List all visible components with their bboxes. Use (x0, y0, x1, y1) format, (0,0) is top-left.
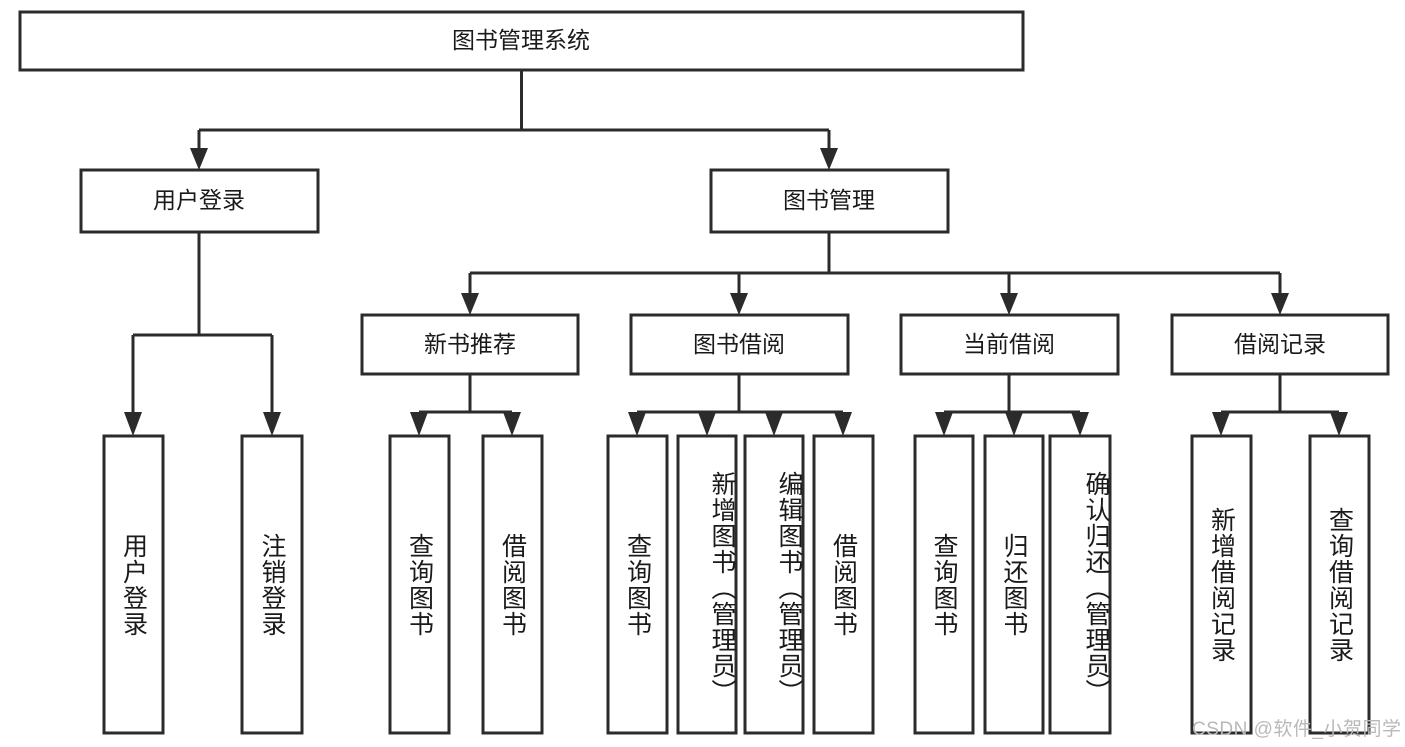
node-book-borrow-box[interactable] (629, 313, 850, 376)
node-user-login[interactable]: 用户登录 (79, 168, 320, 234)
arrow-head-current-borrow (1000, 293, 1018, 315)
arrow-head-borrow-record (1271, 293, 1289, 315)
node-borrow-record-box[interactable] (1170, 313, 1390, 376)
leaf-box-logout-login[interactable] (240, 434, 304, 735)
node-new-book-recommend[interactable]: 新书推荐 (360, 313, 580, 376)
leaf-box-query-book-rec[interactable] (388, 434, 451, 735)
arrow-head-leaf-query-book-cur (935, 412, 953, 436)
leaf-box-borrow-book-rec[interactable] (481, 434, 544, 735)
leaf-box-query-borrow-record[interactable] (1308, 434, 1371, 735)
leaf-box-confirm-return[interactable] (1048, 434, 1112, 735)
node-root[interactable]: 图书管理系统 (18, 10, 1025, 72)
node-current-borrow-box[interactable] (899, 313, 1120, 376)
connector-group-user-login (124, 232, 281, 436)
connector-group-book-borrow (628, 374, 852, 436)
arrow-head-leaf-confirm-return (1071, 412, 1089, 436)
arrow-head-leaf-return-book (1005, 412, 1023, 436)
node-user-login-box[interactable] (79, 168, 320, 234)
leaf-box-group (102, 434, 1371, 735)
leaf-box-borrow-book[interactable] (812, 434, 875, 735)
node-current-borrow-label: 当前借阅 (963, 331, 1055, 357)
arrow-head-leaf-add-book (698, 412, 716, 436)
node-borrow-record[interactable]: 借阅记录 (1170, 313, 1390, 376)
arrow-head-leaf-borrow-book-rec (503, 412, 521, 436)
connector-group-root (190, 70, 838, 170)
arrow-head-leaf-add-borrow-record (1212, 412, 1230, 436)
node-current-borrow[interactable]: 当前借阅 (899, 313, 1120, 376)
leaf-box-user-login[interactable] (102, 434, 165, 735)
arrow-head-leaf-user-login (124, 412, 142, 436)
node-book-borrow-label: 图书借阅 (693, 331, 785, 357)
leaf-box-query-book-borrow[interactable] (606, 434, 669, 735)
arrow-head-book-manage (820, 148, 838, 170)
connector-group-borrow-record (1212, 374, 1348, 436)
arrow-head-book-borrow (730, 293, 748, 315)
node-user-login-label: 用户登录 (153, 187, 245, 213)
watermark-text: CSDN @软件_小贺同学 (1192, 719, 1402, 740)
arrow-head-leaf-query-book-rec (410, 412, 428, 436)
arrow-head-leaf-borrow-book (834, 412, 852, 436)
leaf-box-query-book-cur[interactable] (913, 434, 975, 735)
node-new-book-recommend-box[interactable] (360, 313, 580, 376)
connector-group-current-borrow (935, 374, 1089, 436)
arrow-head-leaf-edit-book (765, 412, 783, 436)
leaf-box-edit-book[interactable] (743, 434, 805, 735)
node-book-manage-label: 图书管理 (783, 187, 875, 213)
node-book-manage-box[interactable] (709, 168, 950, 234)
leaf-box-add-borrow-record[interactable] (1190, 434, 1253, 735)
node-book-borrow[interactable]: 图书借阅 (629, 313, 850, 376)
connector-group-new-book-recommend (410, 374, 521, 436)
leaf-box-add-book[interactable] (676, 434, 738, 735)
connector-group-book-manage (461, 232, 1289, 315)
arrow-head-new-book-recommend (461, 293, 479, 315)
arrow-head-leaf-query-book-borrow (628, 412, 646, 436)
node-root-label: 图书管理系统 (452, 27, 590, 53)
arrow-head-user-login (190, 148, 208, 170)
leaf-box-return-book[interactable] (983, 434, 1045, 735)
arrow-head-leaf-logout-login (263, 412, 281, 436)
arrow-head-leaf-query-borrow-record (1330, 412, 1348, 436)
node-new-book-recommend-label: 新书推荐 (424, 331, 516, 357)
node-book-manage[interactable]: 图书管理 (709, 168, 950, 234)
node-borrow-record-label: 借阅记录 (1234, 331, 1326, 357)
node-root-box[interactable] (18, 10, 1025, 72)
